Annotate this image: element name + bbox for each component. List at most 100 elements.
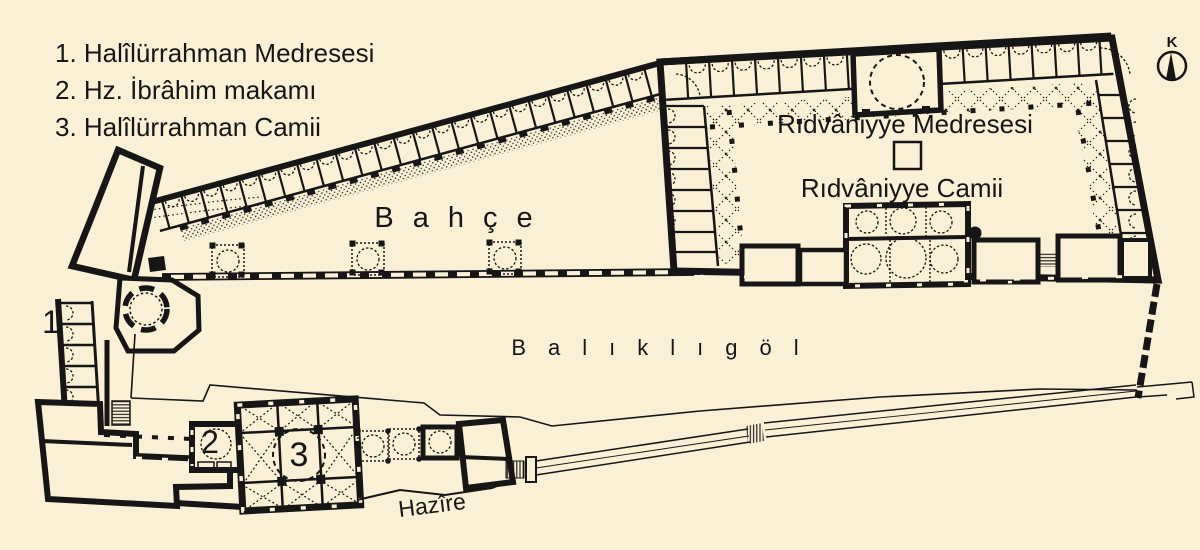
medrese-upper-hall xyxy=(67,145,164,284)
causeway-east-end xyxy=(1136,381,1195,400)
legend-item-3: 3. Halîlürrahman Camii xyxy=(55,112,321,142)
gallery-columns-top xyxy=(709,100,1097,130)
pier xyxy=(313,424,323,435)
kiosk1-plan xyxy=(211,244,245,278)
kiosk-post xyxy=(355,458,361,464)
lower-block-inner-wall xyxy=(41,439,133,447)
east-kiosk-2 xyxy=(388,428,420,460)
camii-window-gaps xyxy=(235,397,363,513)
kiosk1-post xyxy=(238,271,245,278)
legend-item-2: 2. Hz. İbrâhim makamı xyxy=(55,75,317,105)
compass-circle xyxy=(1156,50,1188,82)
gate-block xyxy=(455,416,517,492)
south-rooms-window-gaps xyxy=(979,274,1149,282)
top-cells-outer-wall xyxy=(659,32,1112,66)
ridvaniyye-mosque xyxy=(843,200,982,290)
dome-hall-walls xyxy=(850,46,944,118)
east-kiosk-2-dome xyxy=(392,432,416,456)
kiosk3-post xyxy=(486,239,493,246)
halilurrahman-camii xyxy=(233,395,365,515)
gate-block-inner-wall xyxy=(460,455,510,461)
dome-hall-pier-left xyxy=(862,109,870,115)
pier xyxy=(277,476,287,487)
left-cells-niche-arcs xyxy=(667,108,676,250)
arcade-body xyxy=(151,60,669,231)
south-room-d xyxy=(1055,233,1123,283)
kiosk2-post xyxy=(349,269,356,276)
dome-small-1 xyxy=(855,210,879,234)
south-room-e xyxy=(1120,238,1152,280)
kiosk3-plan xyxy=(488,241,522,275)
kiosk1-post xyxy=(238,242,245,249)
right-cells-dividers xyxy=(1098,93,1153,254)
south-link-wall xyxy=(175,500,244,510)
dome-small-2 xyxy=(889,207,917,235)
dome-large-2 xyxy=(885,237,927,279)
right-cells-niche-arcs xyxy=(1128,98,1137,251)
north-compass-icon: K xyxy=(1156,34,1188,82)
kiosk3-post xyxy=(486,268,493,275)
makam-dome xyxy=(200,428,232,460)
kiosk2-post xyxy=(378,240,385,247)
pier xyxy=(316,474,326,485)
gallery-band-right xyxy=(1074,84,1126,264)
lakeside-balustrade xyxy=(148,239,695,281)
cemetery-label: Hazîre xyxy=(397,488,467,522)
cells-door-arcs xyxy=(65,305,74,426)
mosque-outer-walls xyxy=(843,200,971,290)
kiosk3-dome xyxy=(493,246,517,270)
cells-dividers xyxy=(58,301,100,430)
kiosk1-dome xyxy=(216,249,240,273)
dome-hall-dome xyxy=(869,54,925,110)
causeway-segment-2-mid xyxy=(764,390,1137,431)
north-arcade xyxy=(149,60,673,242)
pier xyxy=(274,426,284,437)
compass-needle xyxy=(1166,52,1176,80)
kiosk2-post xyxy=(378,269,385,276)
legend-item-1: 1. Halîlürrahman Medresesi xyxy=(55,38,374,68)
kiosk2-dome xyxy=(356,247,380,271)
causeway-steps xyxy=(505,460,525,479)
marker-1: 1 xyxy=(42,304,60,340)
balustrade-upper-line xyxy=(161,268,695,275)
south-range-rooms xyxy=(739,233,1152,287)
arcade-outer-wall xyxy=(149,60,662,206)
gallery-band-left xyxy=(706,106,744,264)
causeway-landing xyxy=(525,456,537,483)
causeway-segment-1 xyxy=(535,428,751,476)
ridvaniyye-complex: Rıdvâniyye Medresesi Rıdvâniyye Camii xyxy=(656,32,1163,290)
kiosk3-post xyxy=(515,268,522,275)
dome-hall-pier-right xyxy=(922,106,930,112)
arcade-inner-wall xyxy=(159,90,669,233)
kiosk-post xyxy=(416,426,422,432)
east-kiosks xyxy=(355,416,517,492)
round-tower-wall xyxy=(122,285,170,333)
staircase xyxy=(111,400,131,426)
camii-vault-diagonals xyxy=(241,400,359,510)
domed-room-dome xyxy=(428,430,452,454)
kiosk1-post xyxy=(209,271,216,278)
makam-tomb-2 xyxy=(216,461,232,473)
ridvaniyye-camii-label: Rıdvâniyye Camii xyxy=(801,173,1003,203)
ibrahim-makami xyxy=(189,421,243,473)
dome-large-3 xyxy=(929,244,959,274)
garden-label: Bahçe xyxy=(374,202,551,234)
arcade-walkway-stipple xyxy=(179,94,673,242)
lake-edges xyxy=(130,283,1161,501)
round-tower-dome xyxy=(129,292,163,326)
marker-3: 3 xyxy=(290,436,309,474)
mosque-bay-dividers xyxy=(885,207,931,282)
dome-small-3 xyxy=(929,210,953,234)
balustrade-lower-line xyxy=(161,274,695,281)
lake-east-wall xyxy=(1134,283,1161,399)
south-stairs-hatch xyxy=(1040,253,1056,267)
camii-grid-walls xyxy=(238,400,360,509)
minaret-base xyxy=(968,226,982,240)
complex-left-cells xyxy=(663,104,720,267)
makam-tomb-1 xyxy=(197,461,215,473)
pavilion-kiosk-2 xyxy=(349,240,385,276)
kiosk2-plan xyxy=(351,242,385,276)
causeway-mid-steps xyxy=(746,423,764,444)
causeway-segment-1-mid xyxy=(535,435,750,469)
